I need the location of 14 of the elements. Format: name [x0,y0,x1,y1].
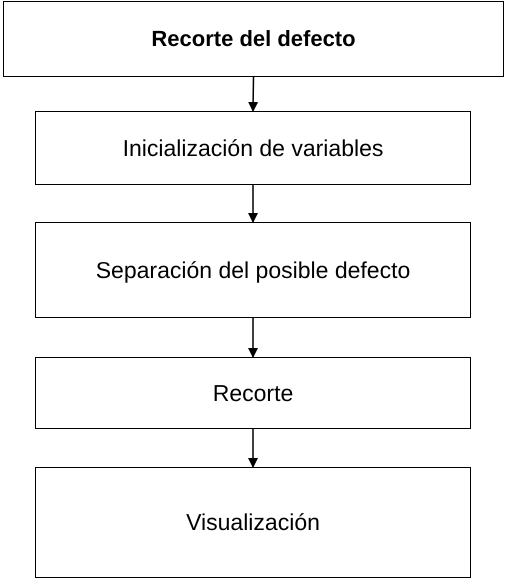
process-box [35,111,471,185]
arrow [248,318,258,358]
process-box [3,1,504,77]
arrow [248,185,258,223]
box-label: Separación del posible defecto [96,256,410,284]
box-label: Visualización [186,508,320,537]
box-label: Recorte [212,378,294,408]
arrow [248,429,258,468]
process-box [35,467,471,578]
box-label: Inicialización de variables [122,134,384,162]
process-box [35,357,471,429]
arrow [248,76,258,112]
process-box [35,222,471,318]
box-label: Recorte del defecto [151,25,356,53]
